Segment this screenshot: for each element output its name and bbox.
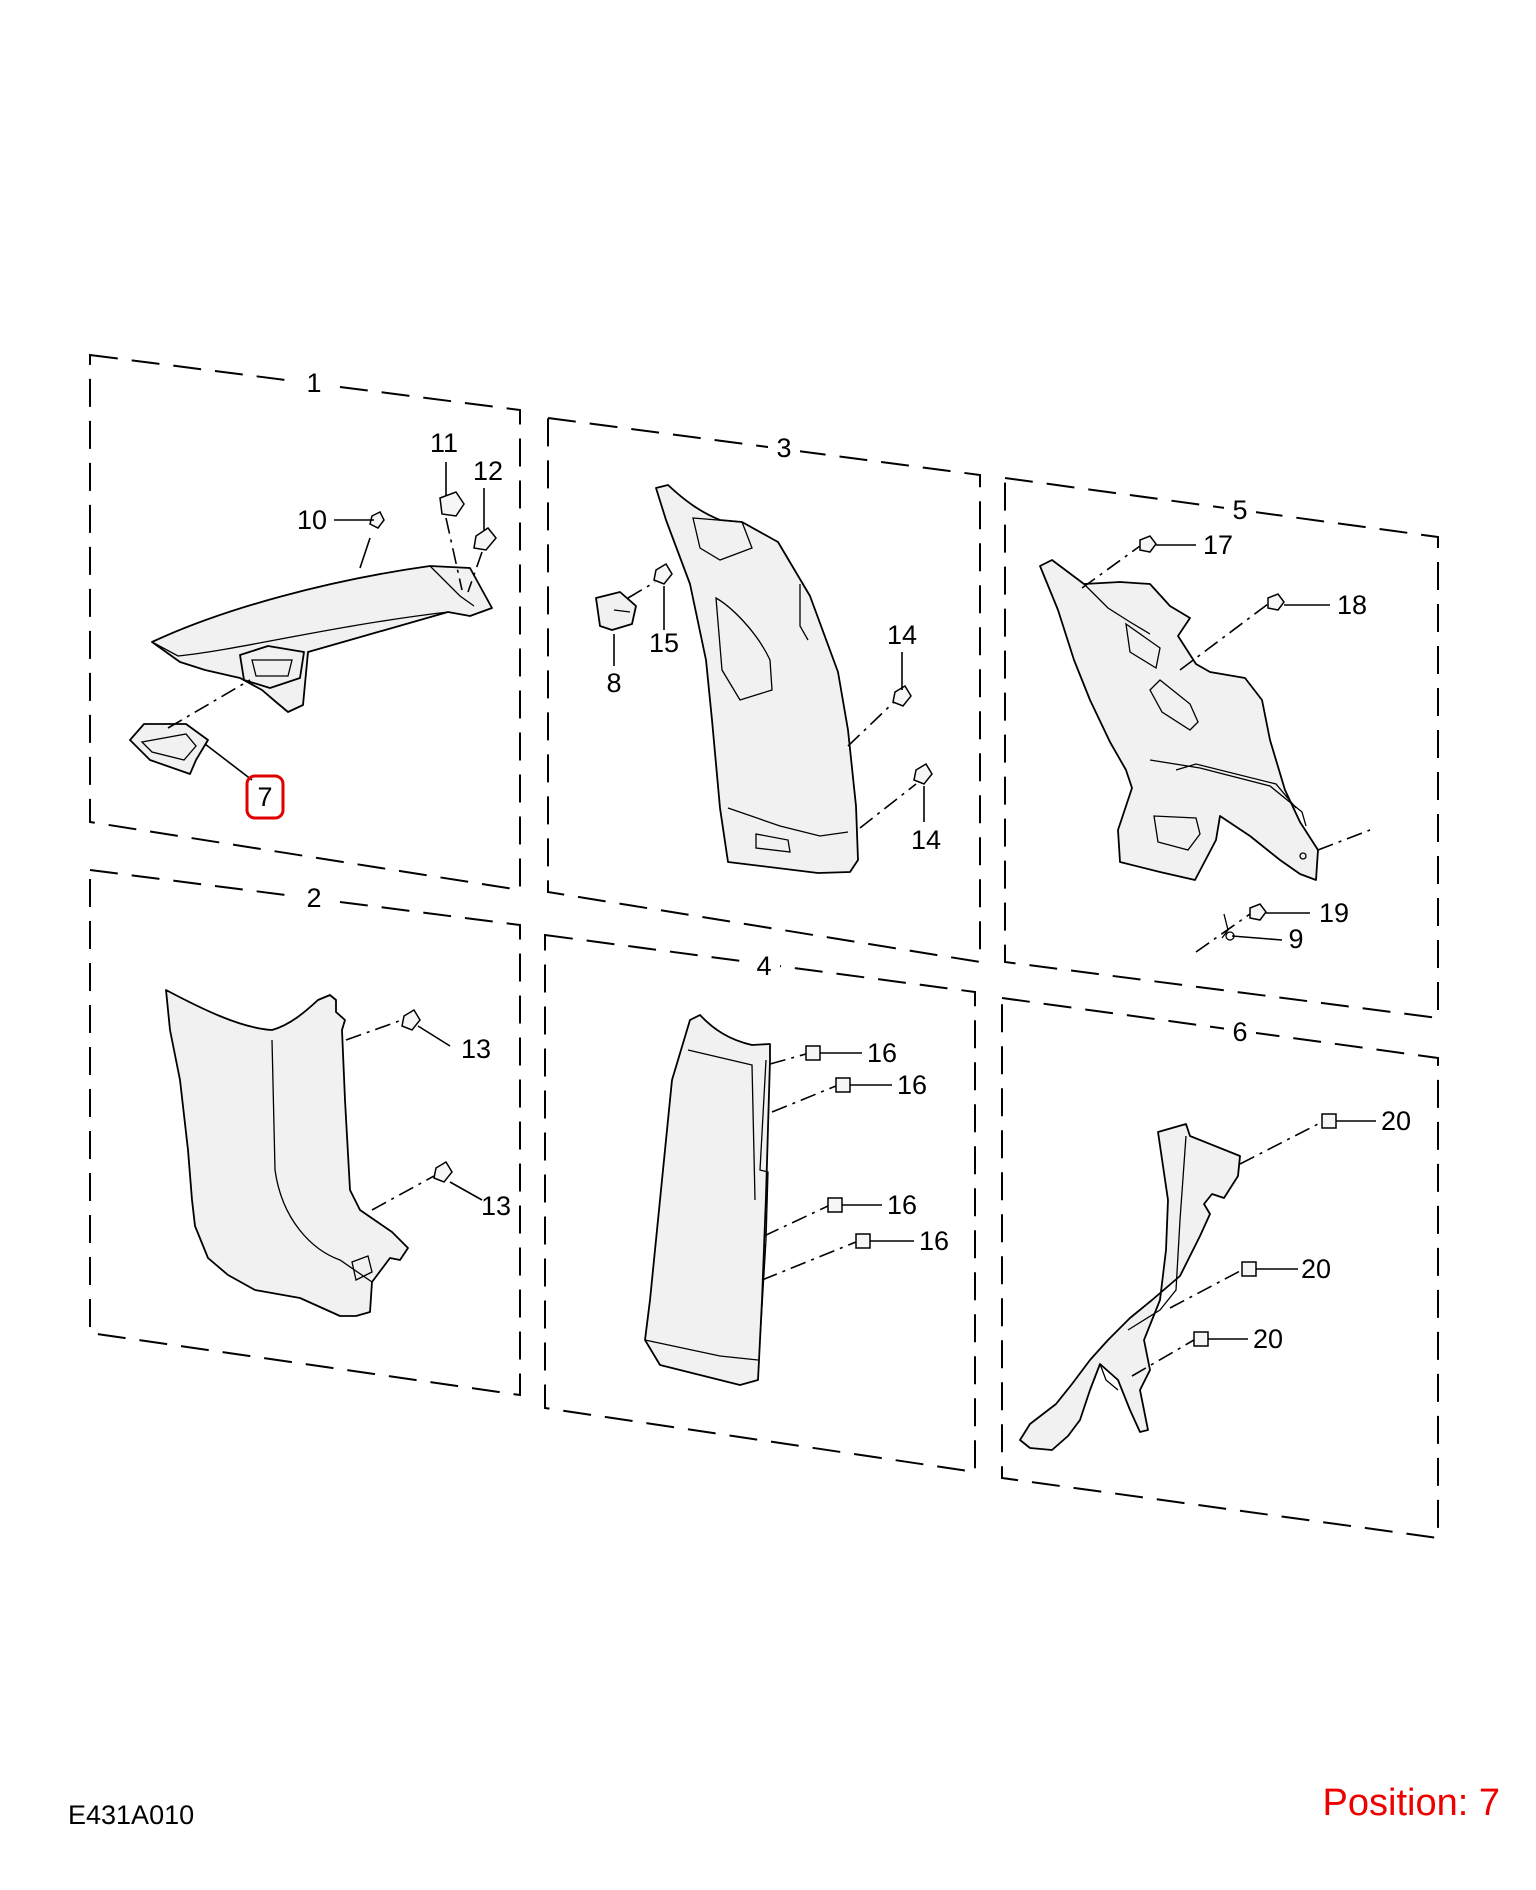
callout-8[interactable]: 8 [606,668,621,698]
part-8-bezel [595,591,637,631]
callout-9[interactable]: 9 [1288,924,1303,954]
clip-13-lower [433,1160,453,1183]
clip-16-b [835,1077,851,1093]
part-5-quarter-trim [1039,559,1319,881]
part-4-b-pillar-lower [644,1014,771,1386]
clip-20-a [1321,1113,1337,1129]
clip-12 [473,526,497,551]
clip-10 [369,510,385,529]
callout-15[interactable]: 15 [649,628,679,658]
callout-10[interactable]: 10 [297,505,327,535]
clip-19 [1249,903,1267,921]
callout-16-a[interactable]: 16 [867,1038,897,1068]
callout-6[interactable]: 6 [1232,1017,1247,1047]
part-6-lower-quarter-trim [1019,1123,1241,1451]
callout-7[interactable]: 7 [257,782,272,812]
callout-16-b[interactable]: 16 [897,1070,927,1100]
clip-14-upper [892,684,912,707]
callout-20-a[interactable]: 20 [1381,1106,1411,1136]
part-2-lower-trim [165,989,409,1317]
clip-13-upper [401,1008,421,1031]
callout-4[interactable]: 4 [756,951,771,981]
callout-17[interactable]: 17 [1203,530,1233,560]
clip-18 [1267,593,1285,611]
clip-16-d [855,1233,871,1249]
clip-15 [653,562,673,585]
highlight-callout-7 [245,774,285,820]
position-label: Position: 7 [1322,1782,1500,1824]
clip-17 [1139,535,1157,553]
callout-18[interactable]: 18 [1337,590,1367,620]
clip-16-c [827,1197,843,1213]
clip-11 [439,491,465,517]
callout-20-b[interactable]: 20 [1301,1254,1331,1284]
group-box-6 [1001,996,1439,1540]
clip-16-a [805,1045,821,1061]
part-7-cover [129,723,209,775]
callout-20-c[interactable]: 20 [1253,1324,1283,1354]
callout-13-upper[interactable]: 13 [461,1034,491,1064]
clip-20-c [1193,1331,1209,1347]
callout-5[interactable]: 5 [1232,495,1247,525]
clip-14-lower [913,762,933,785]
callout-14-lower[interactable]: 14 [911,825,941,855]
part-3-b-pillar-upper [655,484,859,874]
callout-11[interactable]: 11 [430,428,458,458]
callout-14-upper[interactable]: 14 [887,620,917,650]
diagram-code: E431A010 [68,1800,195,1830]
group-box-5 [1004,476,1439,1020]
callout-12[interactable]: 12 [473,456,503,486]
callout-19[interactable]: 19 [1319,898,1349,928]
part-1-a-pillar-trim [151,565,493,713]
callout-16-d[interactable]: 16 [919,1226,949,1256]
callout-3[interactable]: 3 [776,433,791,463]
callout-13-lower[interactable]: 13 [481,1191,511,1221]
callout-1[interactable]: 1 [306,368,321,398]
callout-2[interactable]: 2 [306,883,321,913]
callout-16-c[interactable]: 16 [887,1190,917,1220]
group-box-3 [547,416,981,964]
clip-20-b [1241,1261,1257,1277]
group-box-2 [89,868,521,1397]
